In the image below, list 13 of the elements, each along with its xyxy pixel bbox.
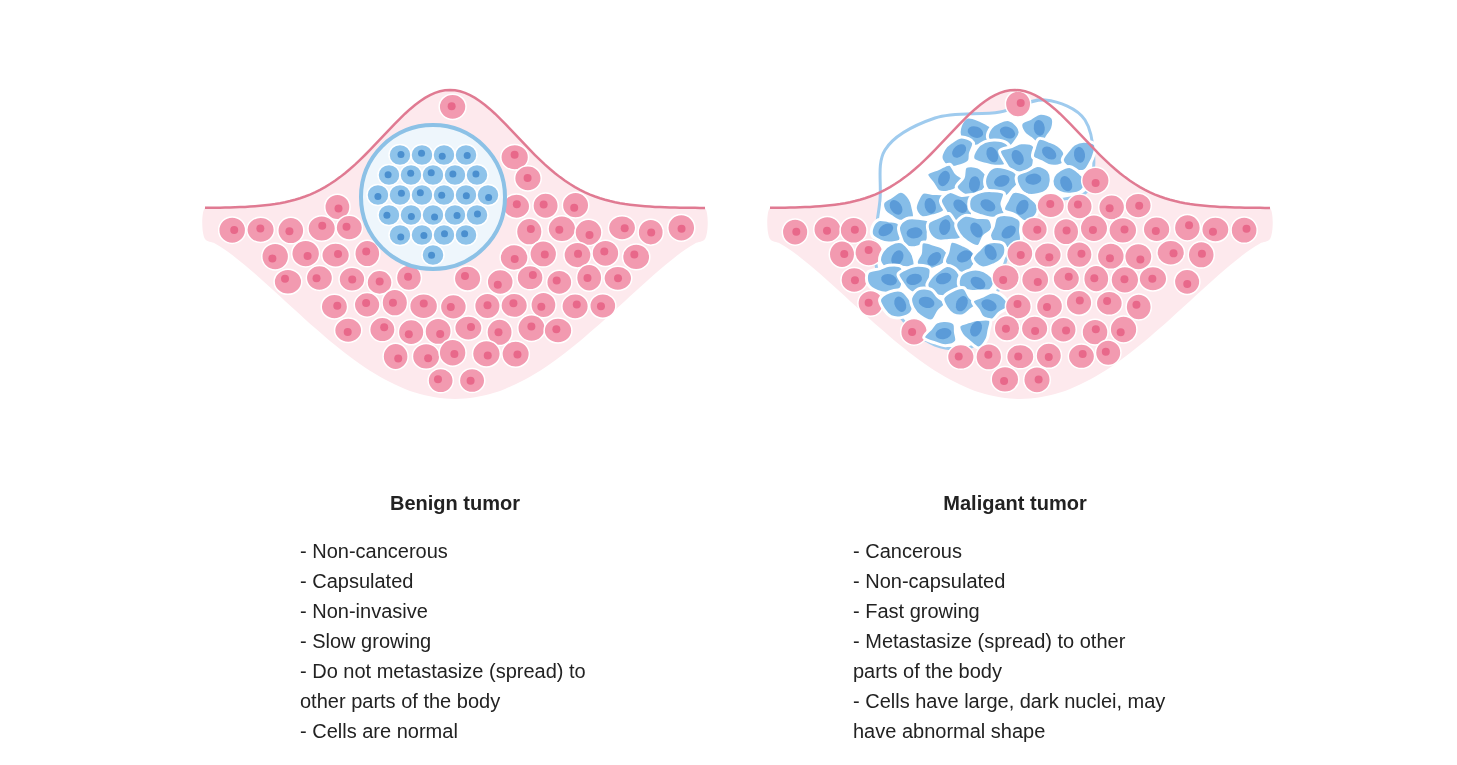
list-item: - Non-cancerous <box>300 539 449 564</box>
section-heading: Maligant tumor <box>942 491 1088 516</box>
list-item: - Capsulated <box>300 569 415 594</box>
list-item: - Slow growing <box>300 629 433 654</box>
section-heading: Benign tumor <box>389 491 521 516</box>
list-item: - Cells are normal <box>300 719 459 744</box>
list-item: - Do not metastasize (spread) to other parts of the body <box>300 659 587 714</box>
list-item: - Fast growing <box>853 599 981 624</box>
list-item: - Non-capsulated <box>853 569 1007 594</box>
list-item: - Cancerous <box>853 539 963 564</box>
list-item: - Cells have large, dark nuclei, may have abnormal shape <box>853 689 1167 744</box>
list-item: - Non-invasive <box>300 599 429 624</box>
list-item: - Metastasize (spread) to other parts of the body <box>853 629 1127 684</box>
